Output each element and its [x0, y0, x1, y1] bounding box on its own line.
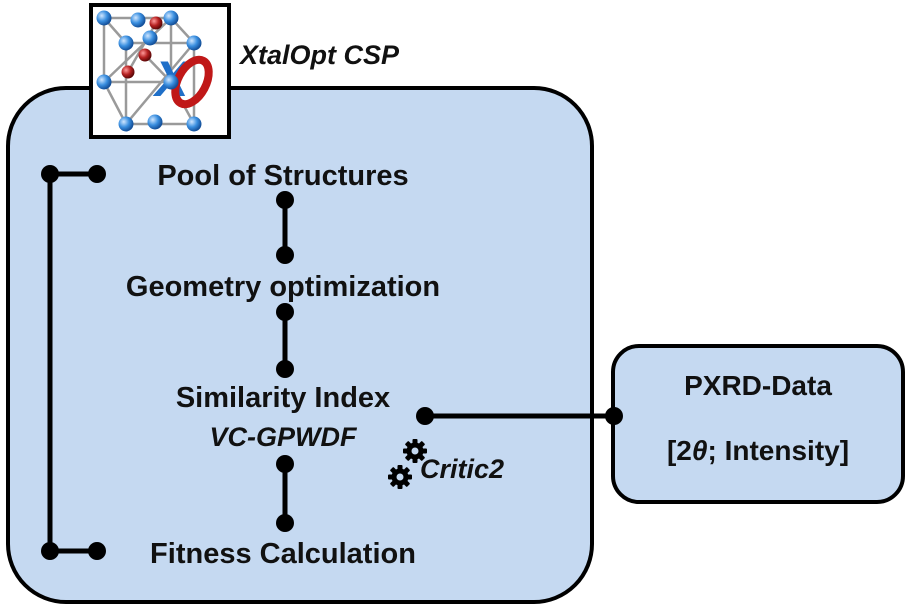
step-pool-of-structures: Pool of Structures [157, 160, 408, 192]
gear-icon [388, 465, 412, 489]
gear-icon [403, 439, 427, 463]
xtalopt-container [6, 86, 594, 604]
logo-o-letter [171, 55, 213, 109]
pxrd-title: PXRD-Data [684, 370, 832, 401]
pxrd-data-format: [2θ; Intensity] [667, 435, 849, 466]
critic2-label: Critic2 [420, 454, 504, 484]
step-fitness-calculation: Fitness Calculation [150, 538, 416, 570]
step-geometry-optimization: Geometry optimization [126, 271, 440, 303]
connector-dots [41, 165, 623, 560]
xtalopt-title: XtalOpt CSP [238, 40, 400, 70]
similarity-method-label: VC-GPWDF [210, 422, 358, 452]
step-similarity-index: Similarity Index [176, 382, 390, 414]
crystal-logo-icon: X [89, 3, 231, 139]
